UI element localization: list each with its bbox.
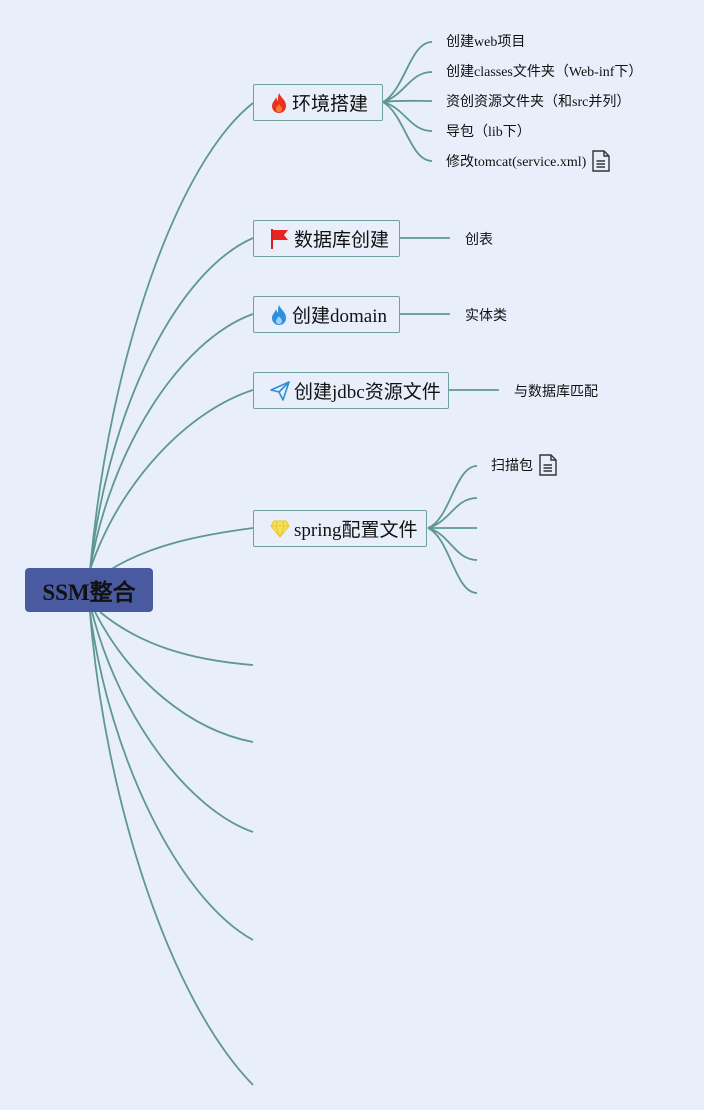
connector-root-empty-5 <box>89 611 254 1086</box>
leaf-label: 创建classes文件夹（Web-inf下） <box>446 65 643 80</box>
root-label: SSM整合 <box>42 580 136 605</box>
connector-root-topic-5 <box>109 527 254 571</box>
topic-jdbc-resource[interactable]: 创建jdbc资源文件 <box>253 372 449 409</box>
topic-database-create[interactable]: 数据库创建 <box>253 220 400 257</box>
fire-icon <box>270 92 288 114</box>
topic-label: 环境搭建 <box>292 94 369 115</box>
leaf-item[interactable]: 创建classes文件夹（Web-inf下） <box>446 60 642 82</box>
leaf-label: 创建web项目 <box>446 35 526 50</box>
topic-label: spring配置文件 <box>294 520 418 541</box>
topic-label: 创建jdbc资源文件 <box>294 382 441 403</box>
blue-flame-icon <box>270 304 288 326</box>
leaf-label: 扫描包 <box>491 459 533 474</box>
leaf-label: 资创资源文件夹（和src并列） <box>446 95 631 110</box>
connector-root-topic-2 <box>89 237 254 571</box>
connector-root-topic-1 <box>89 102 254 571</box>
leaf-label: 与数据库匹配 <box>514 385 598 400</box>
topic-create-domain[interactable]: 创建domain <box>253 296 400 333</box>
connector-root-empty-4 <box>89 611 254 941</box>
connector-root-empty-1 <box>99 611 254 666</box>
connector-root-topic-3 <box>89 313 254 571</box>
connector-t5-c5 <box>427 527 478 594</box>
leaf-item[interactable]: 扫描包 <box>491 454 557 476</box>
connector-t5-c2 <box>427 497 478 529</box>
diamond-icon <box>270 518 290 540</box>
connector-t1-c2 <box>382 71 433 103</box>
connector-t5-c4 <box>427 527 478 561</box>
red-flag-icon <box>270 228 290 250</box>
leaf-item[interactable]: 实体类 <box>465 304 507 326</box>
connector-root-empty-2 <box>94 611 254 743</box>
connector-t1-c5 <box>382 101 433 162</box>
leaf-item[interactable]: 与数据库匹配 <box>514 380 598 402</box>
connector-t1-c4 <box>382 101 433 132</box>
leaf-item[interactable]: 资创资源文件夹（和src并列） <box>446 90 630 112</box>
leaf-item[interactable]: 导包（lib下） <box>446 120 531 142</box>
leaf-label: 导包（lib下） <box>446 125 531 140</box>
leaf-item[interactable]: 创表 <box>465 228 493 250</box>
paper-plane-icon <box>270 380 290 402</box>
connector-root-empty-3 <box>91 611 254 833</box>
topic-spring-config[interactable]: spring配置文件 <box>253 510 427 547</box>
topic-label: 数据库创建 <box>294 230 390 251</box>
note-document-icon[interactable] <box>592 150 611 172</box>
leaf-item[interactable]: 创建web项目 <box>446 30 525 52</box>
leaf-item[interactable]: 修改tomcat(service.xml) <box>446 150 611 172</box>
connector-t1-c1 <box>382 41 433 103</box>
note-document-icon[interactable] <box>539 454 557 476</box>
topic-environment-setup[interactable]: 环境搭建 <box>253 84 383 121</box>
root-node[interactable]: SSM整合 <box>25 568 153 612</box>
leaf-label: 修改tomcat(service.xml) <box>446 155 587 170</box>
leaf-label: 实体类 <box>465 309 507 324</box>
connector-t5-c1 <box>427 465 478 529</box>
leaf-label: 创表 <box>465 233 493 248</box>
connector-root-topic-4 <box>89 389 254 571</box>
connector-t1-c3 <box>382 99 433 103</box>
topic-label: 创建domain <box>292 306 387 327</box>
